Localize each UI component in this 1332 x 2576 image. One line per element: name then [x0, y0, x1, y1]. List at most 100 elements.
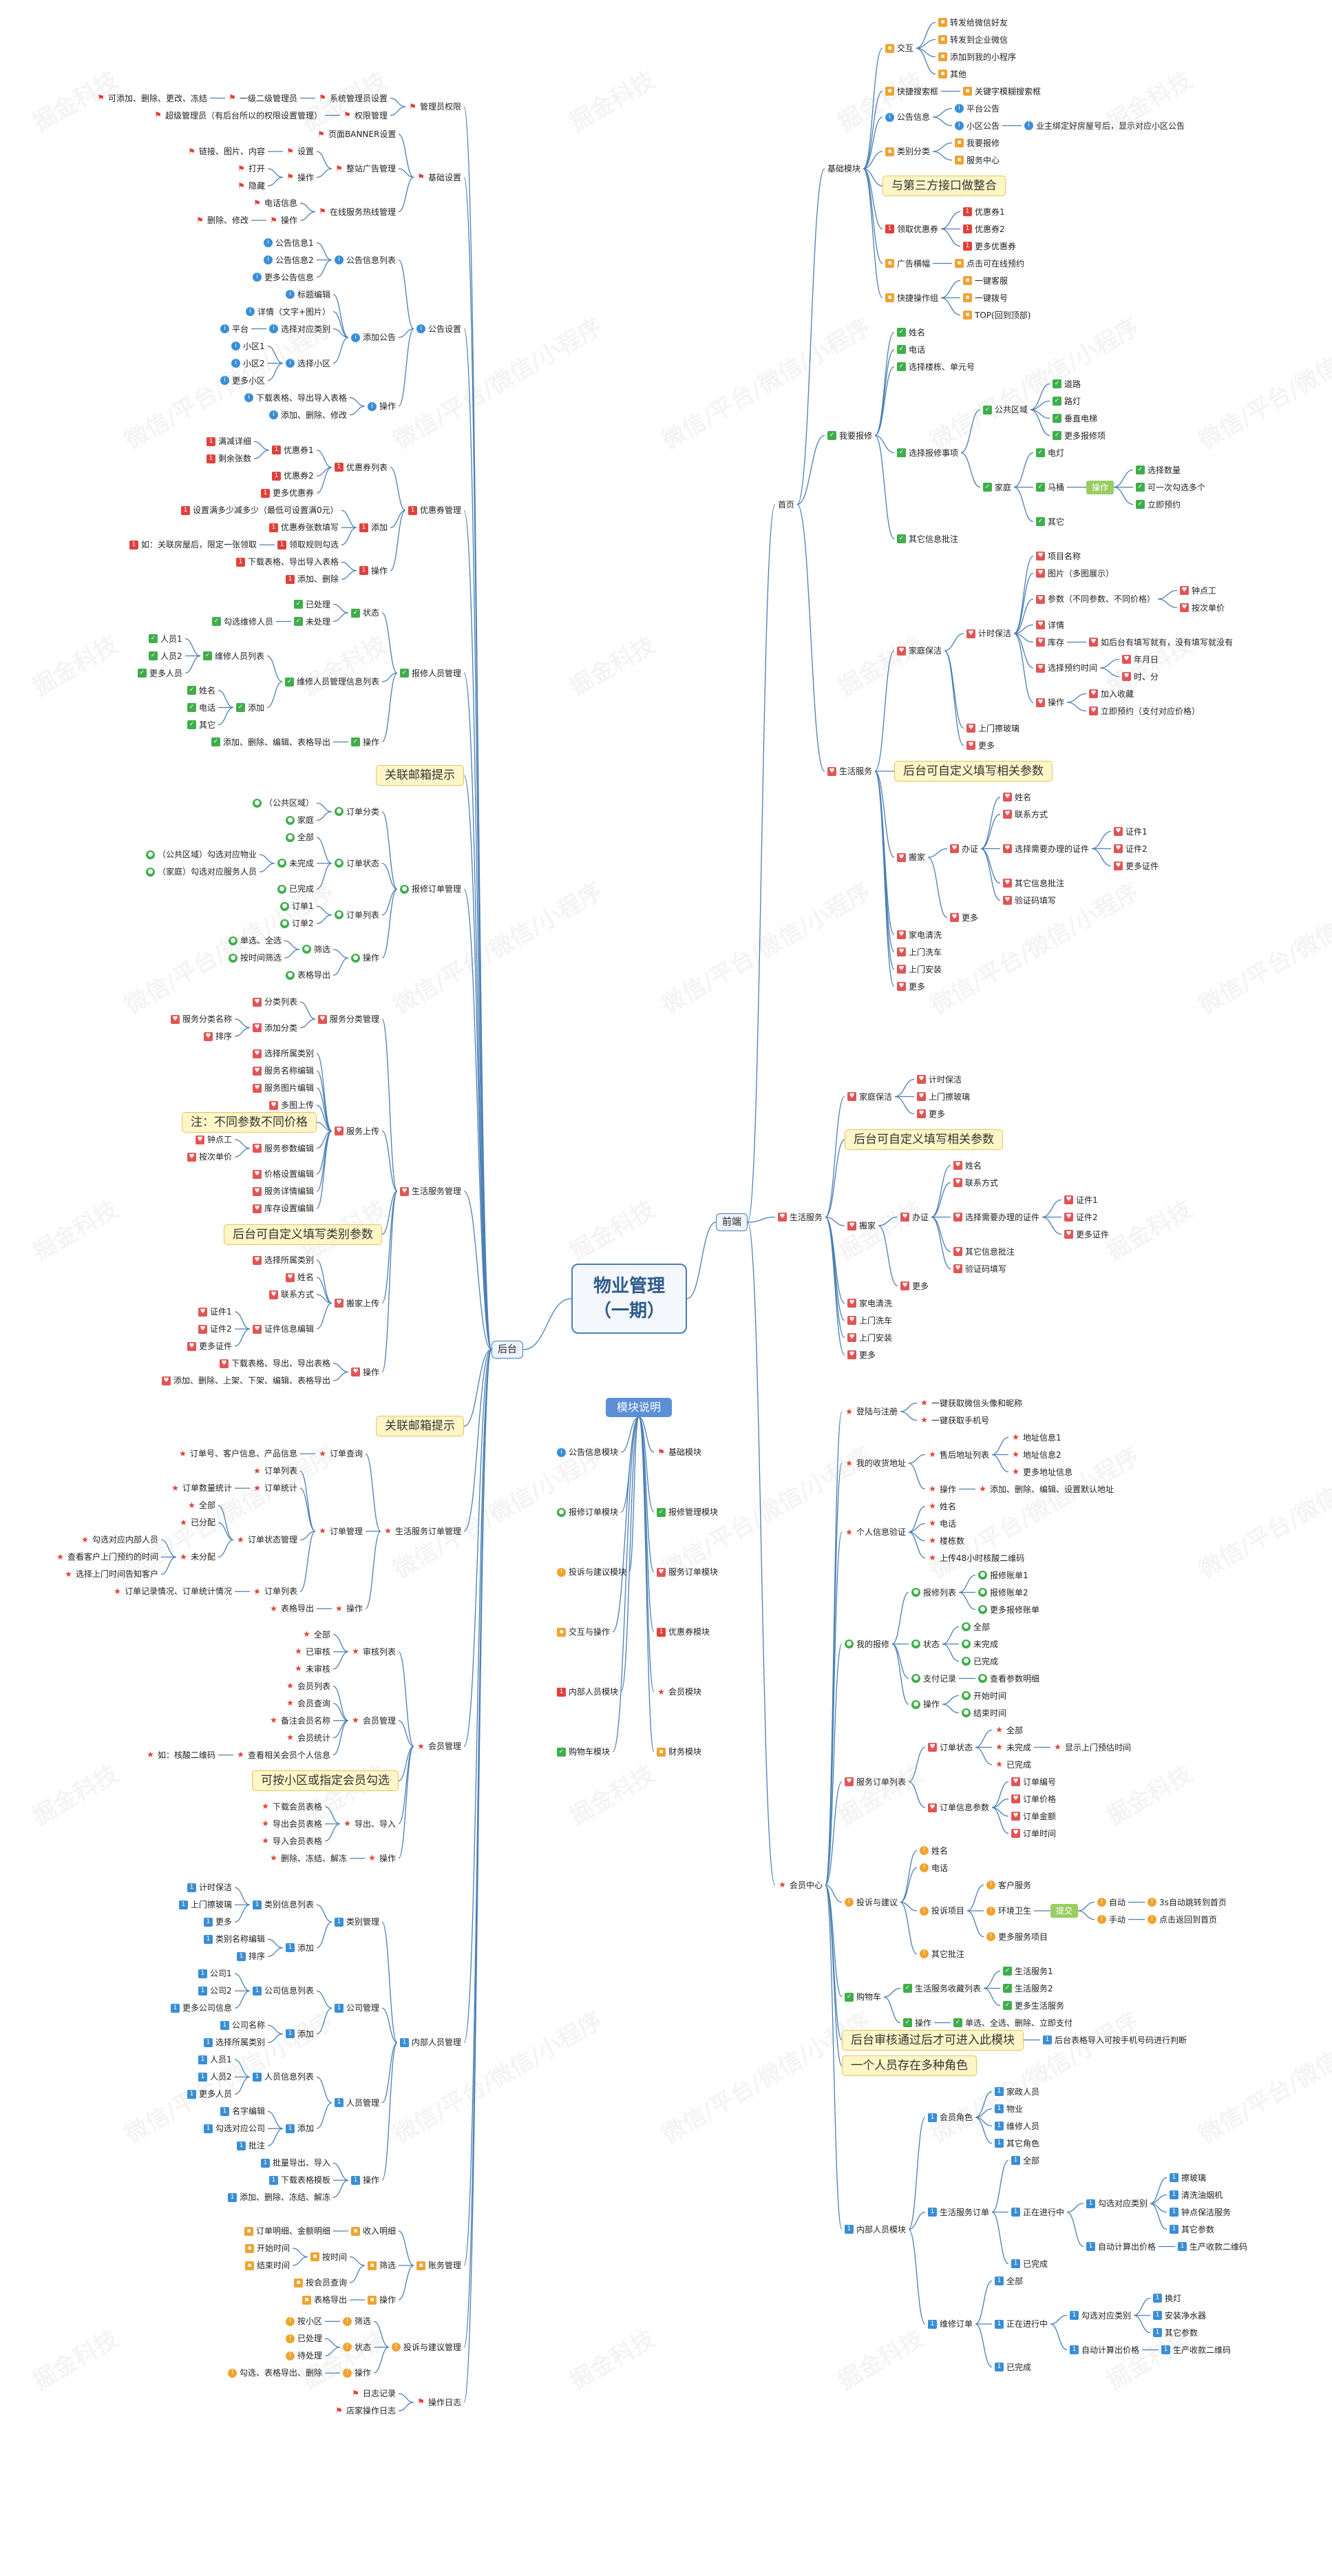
- node-label: 道路: [1064, 379, 1081, 389]
- connector: [316, 1130, 332, 1209]
- node-label: 服务详情编辑: [264, 1186, 315, 1196]
- num-icon: 1: [963, 224, 972, 233]
- mindmap-node-376: ▪账务管理: [414, 2259, 464, 2272]
- node-label: 搬家上传: [346, 1298, 380, 1308]
- mindmap-node-252: ✓更多人员: [135, 667, 185, 680]
- connector: [825, 1463, 843, 1886]
- check-icon: ✓: [1003, 1984, 1012, 1993]
- connector: [825, 1884, 843, 2230]
- numb-icon: 1: [237, 2141, 246, 2150]
- node-label: 库存: [1048, 637, 1065, 647]
- connector: [398, 2393, 414, 2403]
- node-label: 广告横幅: [897, 258, 931, 269]
- info-icon: i: [885, 112, 894, 122]
- heart-icon: ♥: [253, 1066, 262, 1076]
- numb-icon: 1: [1086, 2199, 1095, 2208]
- mindmap-node-107: ★售后地址列表: [925, 1449, 992, 1461]
- connector: [1157, 598, 1178, 609]
- node-label: 人员2: [160, 651, 182, 661]
- node-label: 首页: [778, 499, 795, 510]
- node-label: 筛选: [355, 2316, 372, 2327]
- connector: [267, 362, 284, 381]
- node-label: 排序: [215, 1032, 233, 1041]
- heart-icon: ♥: [845, 1777, 854, 1786]
- node-label: 项目名称: [1048, 551, 1081, 561]
- connector: [299, 1531, 316, 1592]
- info-icon: i: [557, 1447, 566, 1457]
- connector: [381, 1191, 398, 1373]
- node-label: 其它: [199, 720, 216, 730]
- connector: [1077, 1901, 1095, 1912]
- root-title: 物业管理（一期）: [571, 1264, 688, 1334]
- heart-icon: ♥: [897, 965, 906, 974]
- connector: [863, 168, 883, 299]
- connector: [218, 1539, 234, 1558]
- mindmap-node-279: ♥服务分类管理: [315, 1013, 382, 1025]
- numb-icon: 1: [187, 1883, 196, 1892]
- heart-icon: ♥: [253, 1255, 262, 1265]
- mindmap-node-78: ♥上门洗车: [894, 946, 944, 959]
- node-label: 订单状态: [940, 1742, 973, 1752]
- star-icon: ★: [929, 1501, 936, 1511]
- node-label: 勾选对应公司: [215, 2124, 266, 2134]
- connector: [299, 202, 316, 213]
- node-label: 维修订单: [940, 2319, 973, 2329]
- green-icon: ●: [978, 1571, 987, 1580]
- node-label: 添加、删除、编辑、设置默认地址: [990, 1484, 1114, 1494]
- mindmap-node-71: ♥证件1: [1111, 826, 1150, 838]
- node-label: 家庭: [995, 482, 1012, 492]
- node-label: 订单2: [292, 919, 314, 929]
- node-label: 证件2: [210, 1324, 232, 1334]
- heart-icon: ♥: [900, 1213, 909, 1222]
- star-icon: ★: [286, 1732, 294, 1743]
- node-label: 更多: [962, 912, 979, 923]
- node-label: 计时保洁: [199, 1883, 233, 1893]
- node-label: 选择需要办理的证件: [965, 1212, 1040, 1222]
- orange-icon: !: [286, 2334, 295, 2343]
- node-label: 已完成: [1023, 2259, 1048, 2269]
- connector: [825, 1781, 843, 1886]
- mindmap-node-193: ⚑管理员权限: [405, 101, 464, 113]
- star-icon: ★: [286, 1681, 294, 1691]
- mindmap-node-13: ▪类别分类: [882, 145, 933, 158]
- node-label: 投诉与建议管理: [403, 2342, 462, 2352]
- mindmap-node-0: 首页: [775, 499, 797, 511]
- node-label: 已完成: [289, 884, 315, 894]
- connector: [390, 467, 406, 511]
- heart-icon: ♥: [253, 1023, 262, 1032]
- mindmap-node-199: ⚑基础设置: [414, 171, 464, 184]
- node-label: 购物车: [856, 1992, 882, 2002]
- node-label: 按小区: [297, 2316, 323, 2327]
- node-label: 维修人员管理信息列表: [297, 677, 380, 687]
- node-label: 选择需要办理的证件: [1015, 844, 1090, 854]
- connector: [381, 1191, 398, 1235]
- mindmap-node-109: ★地址信息2: [1008, 1449, 1064, 1461]
- connector: [863, 48, 883, 169]
- node-label: 办证: [962, 844, 979, 854]
- connector: [878, 1225, 898, 1287]
- mindmap-node-118: ●我的报修: [842, 1638, 892, 1651]
- star-icon: ★: [319, 1526, 326, 1536]
- connector: [991, 1807, 1009, 1834]
- mindmap-node-149: 提交: [1050, 1904, 1079, 1918]
- orange-icon: !: [1148, 1915, 1156, 1924]
- numb-icon: 1: [1011, 2208, 1020, 2217]
- heart-icon: ♥: [897, 646, 906, 656]
- mindmap-node-104: ★一键获取微信头像和昵称: [917, 1397, 1025, 1410]
- connector: [908, 1781, 926, 1808]
- heart-icon: ♥: [198, 1324, 207, 1334]
- node-label: 钟点保洁服务: [1181, 2207, 1231, 2217]
- flag-icon: ⚑: [352, 2388, 359, 2398]
- node-label: 更多证件: [1125, 861, 1159, 871]
- mindmap-node-276: ●按时间筛选: [226, 952, 284, 964]
- connector: [991, 2159, 1009, 2213]
- check-icon: ✓: [657, 1507, 666, 1517]
